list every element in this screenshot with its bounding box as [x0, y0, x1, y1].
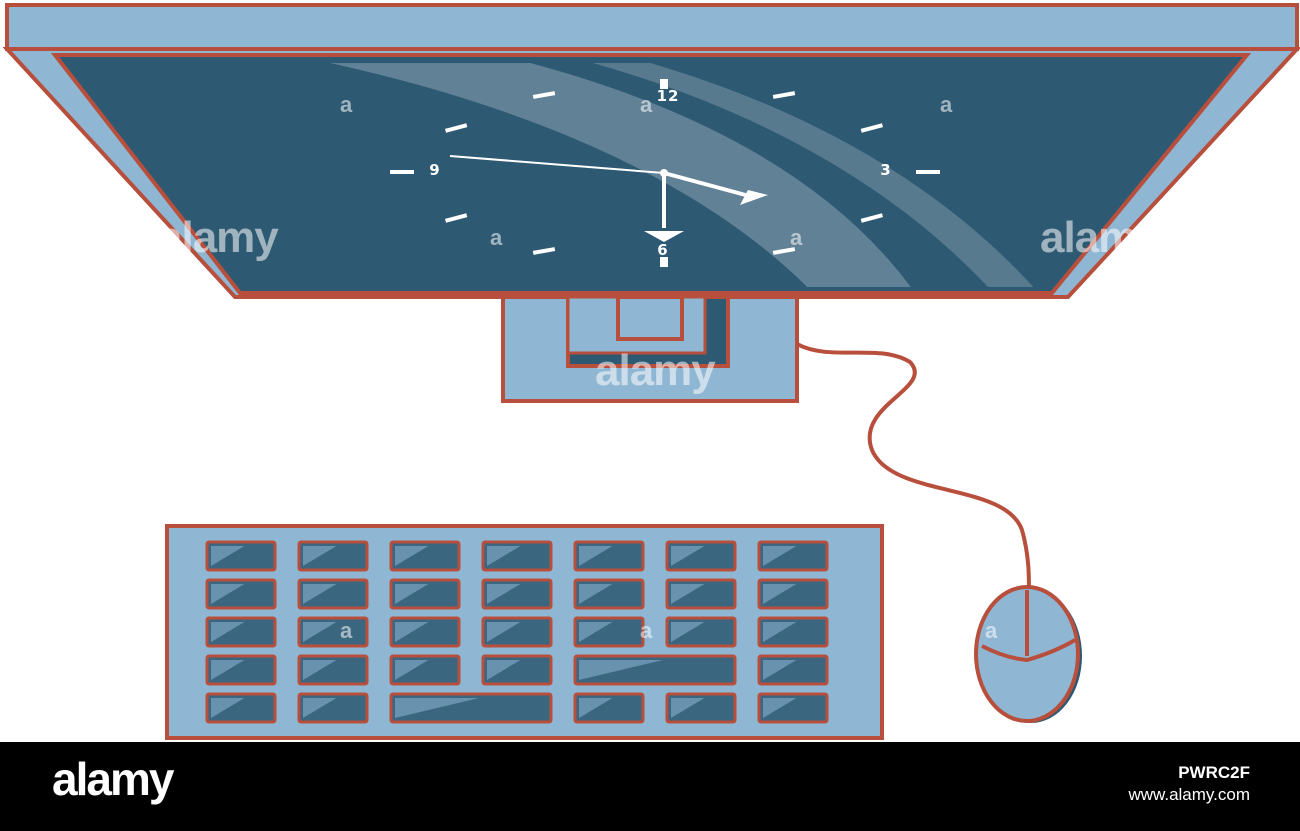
keyboard-key: [297, 654, 369, 686]
keyboard-key: [205, 616, 277, 648]
keyboard-key: [665, 692, 737, 724]
mouse-icon: [974, 585, 1082, 723]
keyboard-key: [481, 654, 553, 686]
footer-brand-logo: alamy: [52, 753, 174, 805]
keyboard-key: [757, 540, 829, 572]
keyboard-key: [297, 540, 369, 572]
clock-second-arrow: [644, 231, 684, 242]
clock-hour-arrow: [740, 190, 768, 205]
clock-tick-major: [390, 170, 414, 174]
keyboard-key: [573, 616, 645, 648]
clock-icon: 12 3 6 9: [390, 79, 940, 267]
keyboard-key: [481, 578, 553, 610]
clock-tick: [772, 91, 796, 99]
monitor-icon: 12 3 6 9: [2, 3, 1300, 299]
screen-glare: [210, 63, 1045, 287]
monitor-top-bar: [5, 3, 1299, 51]
keyboard-key: [573, 540, 645, 572]
footer-image-id: PWRC2F: [1178, 763, 1250, 782]
watermark-mark: a: [340, 618, 353, 643]
clock-tick: [532, 91, 556, 99]
clock-tick: [445, 123, 468, 133]
clock-center-pin: [660, 169, 668, 177]
keyboard-key: [205, 540, 277, 572]
clock-tick: [445, 213, 468, 223]
keyboard-key: [481, 540, 553, 572]
keyboard-key: [297, 616, 369, 648]
clock-numeral-9: 9: [429, 161, 440, 179]
keyboard-key: [389, 540, 461, 572]
keyboard-key: [205, 654, 277, 686]
clock-numeral-12: 12: [657, 87, 680, 105]
watermark-mark: a: [640, 92, 653, 117]
keyboard-key: [389, 616, 461, 648]
clock-tick: [860, 123, 883, 133]
clock-numeral-6: 6: [657, 241, 668, 259]
clock-hour-hand: [663, 171, 754, 199]
footer-image-info: PWRC2F www.alamy.com: [1128, 762, 1250, 806]
keyboard-key: [481, 616, 553, 648]
watermark-mark: a: [790, 225, 803, 250]
keyboard-key: [205, 692, 277, 724]
watermark-mark: a: [490, 225, 503, 250]
keyboard-key: [757, 692, 829, 724]
keyboard-spacebar: [389, 692, 553, 724]
clock-numeral-3: 3: [880, 161, 891, 179]
clock-tick: [772, 247, 796, 255]
keyboard-icon: [165, 524, 884, 740]
clock-tick: [860, 213, 883, 223]
watermark-mark: a: [340, 92, 353, 117]
keyboard-key: [205, 578, 277, 610]
monitor-stand: [501, 295, 799, 403]
keyboard-key: [389, 654, 461, 686]
keyboard-key: [757, 616, 829, 648]
keyboard-key: [665, 540, 737, 572]
clock-tick-marks: [390, 79, 940, 267]
clock-tick-major: [660, 79, 668, 89]
keyboard-key: [389, 578, 461, 610]
keyboard-key: [573, 692, 645, 724]
keyboard-key-wide: [573, 654, 737, 686]
watermark-text: alamy: [158, 213, 279, 262]
watermark-text: alamy: [595, 346, 716, 395]
keyboard-key: [665, 578, 737, 610]
watermark-layer: alamy alamy alamy a a a a a a a a: [158, 92, 1162, 643]
clock-tick-major: [660, 257, 668, 267]
footer-url: www.alamy.com: [1128, 785, 1250, 805]
mouse-buttons-divider: [981, 590, 1077, 663]
monitor-screen: [50, 53, 1252, 295]
keyboard-key: [297, 692, 369, 724]
computer-illustration: 12 3 6 9 alamy alamy alamy: [2, 3, 1300, 740]
watermark-mark: a: [985, 618, 998, 643]
watermark-mark: a: [940, 92, 953, 117]
clock-tick: [532, 247, 556, 255]
watermark-text: alamy: [1040, 213, 1161, 262]
clock-minute-hand: [449, 155, 665, 174]
keyboard-key: [297, 578, 369, 610]
keyboard-key: [573, 578, 645, 610]
watermark-mark: a: [640, 618, 653, 643]
clock-tick-major: [916, 170, 940, 174]
keyboard-key: [665, 616, 737, 648]
mouse-cable: [796, 342, 1031, 593]
keyboard-key: [757, 654, 829, 686]
footer-bar: alamy PWRC2F www.alamy.com: [0, 742, 1300, 831]
keyboard-key: [757, 578, 829, 610]
